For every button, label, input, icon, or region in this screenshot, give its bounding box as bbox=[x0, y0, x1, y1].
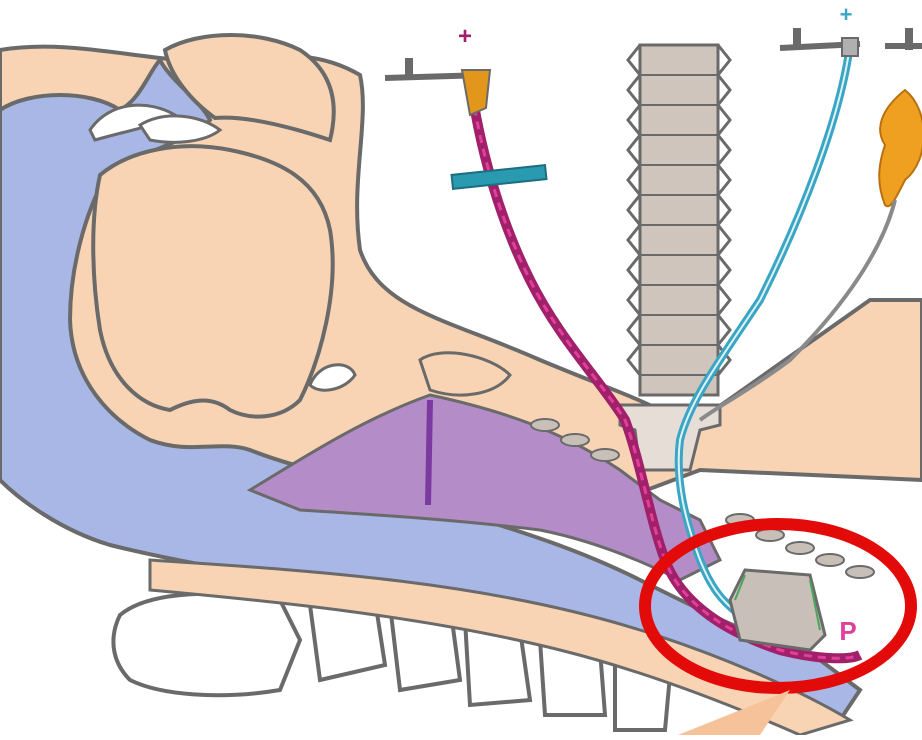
distal-marker: P bbox=[839, 616, 856, 646]
top-marker-magenta: + bbox=[458, 23, 472, 50]
vertebra bbox=[113, 594, 300, 695]
pharynx-divider bbox=[428, 400, 430, 505]
corrugated-tube bbox=[628, 45, 730, 395]
top-marker-blue: + bbox=[840, 2, 853, 27]
skull-inner-tissue bbox=[93, 146, 332, 416]
